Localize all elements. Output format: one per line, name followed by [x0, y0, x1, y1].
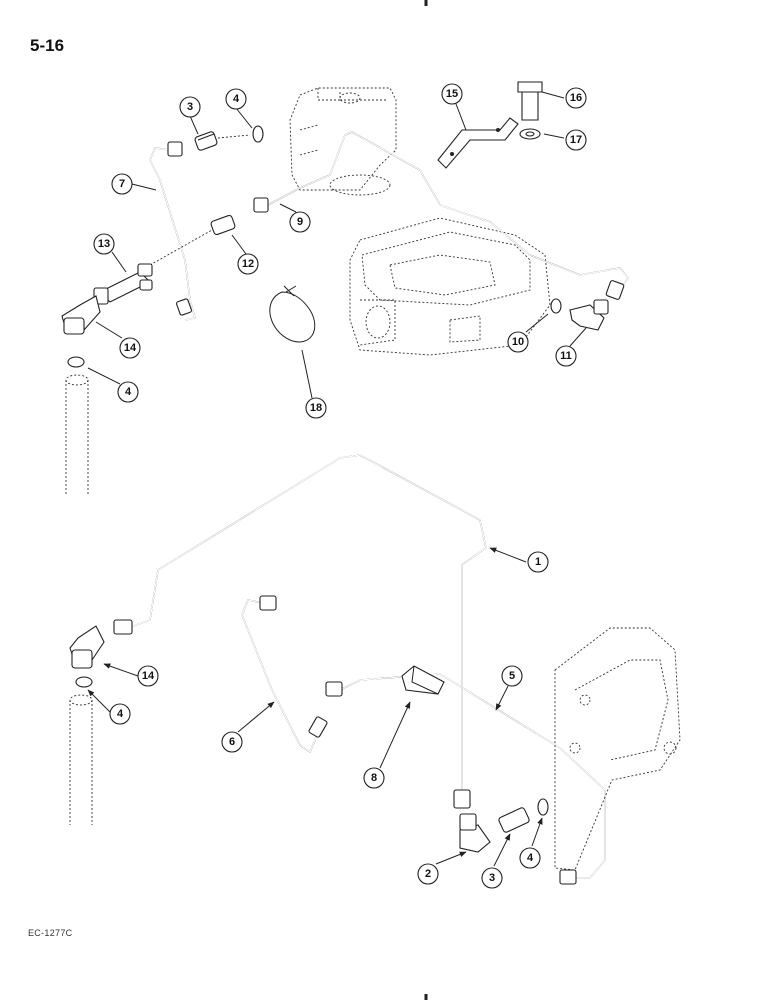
fitting-3-lower — [498, 807, 530, 833]
valve-housing-outline — [289, 87, 397, 196]
callout-18-label: 18 — [310, 402, 322, 414]
callout-13: 13 — [93, 233, 115, 255]
callout-11: 11 — [555, 345, 577, 367]
figure-reference: EC-1277C — [28, 928, 73, 938]
fitting-3-upper — [194, 131, 218, 151]
o-ring-4-upper — [217, 125, 264, 143]
bolt-16 — [517, 81, 543, 121]
pipe-1 — [127, 454, 487, 800]
callout-14-upper-label: 14 — [124, 342, 137, 354]
callout-6: 6 — [221, 731, 243, 753]
page-number: 5-16 — [30, 36, 65, 55]
callout-14-lower-label: 14 — [142, 670, 155, 682]
callout-2-label: 2 — [425, 868, 431, 880]
callout-4-left: 4 — [117, 381, 139, 403]
retaining-ring-18 — [269, 285, 316, 343]
callout-4-lower-left-label: 4 — [117, 708, 124, 720]
lift-tube-upper — [65, 374, 89, 495]
washer-17 — [519, 128, 541, 140]
callout-8-label: 8 — [371, 772, 377, 784]
callout-7: 7 — [111, 173, 133, 195]
callout-5-label: 5 — [509, 670, 515, 682]
callout-1: 1 — [527, 551, 549, 573]
callout-4-upper: 4 — [225, 88, 247, 110]
pipe-9 — [253, 131, 629, 300]
callout-5: 5 — [501, 665, 523, 687]
elbow-2 — [459, 813, 491, 853]
dotted-housing-lower — [554, 627, 681, 871]
callout-leaders — [87, 91, 587, 867]
spacer-8 — [401, 665, 445, 695]
callout-9: 9 — [289, 211, 311, 233]
callout-14-lower: 14 — [137, 665, 159, 687]
callout-15-label: 15 — [446, 88, 458, 100]
callout-4-left-label: 4 — [125, 386, 132, 398]
callout-2: 2 — [417, 863, 439, 885]
o-ring-4-left — [67, 356, 85, 368]
callout-10-label: 10 — [512, 336, 524, 348]
elbow-14-upper — [61, 295, 101, 335]
pipe-5 — [325, 673, 606, 885]
tee-13 — [93, 263, 153, 305]
elbow-14-lower — [69, 625, 105, 669]
pipe-7 — [149, 141, 196, 321]
callout-17-label: 17 — [570, 134, 582, 146]
fitting-top-of-pipe-1 — [453, 789, 471, 809]
o-ring-10 — [550, 298, 562, 314]
callout-10: 10 — [507, 331, 529, 353]
callout-3-lower-label: 3 — [489, 872, 495, 884]
callout-16: 16 — [565, 87, 587, 109]
callout-16-label: 16 — [570, 92, 582, 104]
callout-3-upper: 3 — [179, 96, 201, 118]
callout-12: 12 — [237, 253, 259, 275]
o-ring-4-right — [537, 798, 549, 816]
callout-7-label: 7 — [119, 178, 125, 190]
callout-9-label: 9 — [297, 216, 303, 228]
lift-tube-lower — [69, 694, 93, 825]
elbow-11 — [569, 299, 609, 331]
callout-3-lower: 3 — [481, 867, 503, 889]
callout-4-upper-label: 4 — [233, 93, 240, 105]
callout-4-lower-left: 4 — [109, 703, 131, 725]
callout-13-label: 13 — [98, 238, 110, 250]
o-ring-4-lower-left — [75, 676, 93, 688]
callout-12-label: 12 — [242, 258, 254, 270]
callout-6-label: 6 — [229, 736, 235, 748]
callout-1-label: 1 — [535, 556, 541, 568]
callout-15: 15 — [441, 83, 463, 105]
callout-3-upper-label: 3 — [187, 101, 193, 113]
fitting-12 — [149, 214, 236, 266]
callout-14-upper: 14 — [119, 337, 141, 359]
callout-17: 17 — [565, 129, 587, 151]
callout-11-label: 11 — [560, 350, 572, 362]
callout-4-lower-right-label: 4 — [527, 852, 534, 864]
callout-18: 18 — [305, 397, 327, 419]
callout-8: 8 — [363, 767, 385, 789]
fitting-pipe1-end — [113, 619, 133, 635]
clamp-15 — [437, 117, 519, 169]
callout-4-lower-right: 4 — [519, 847, 541, 869]
pipe-6 — [241, 595, 328, 753]
